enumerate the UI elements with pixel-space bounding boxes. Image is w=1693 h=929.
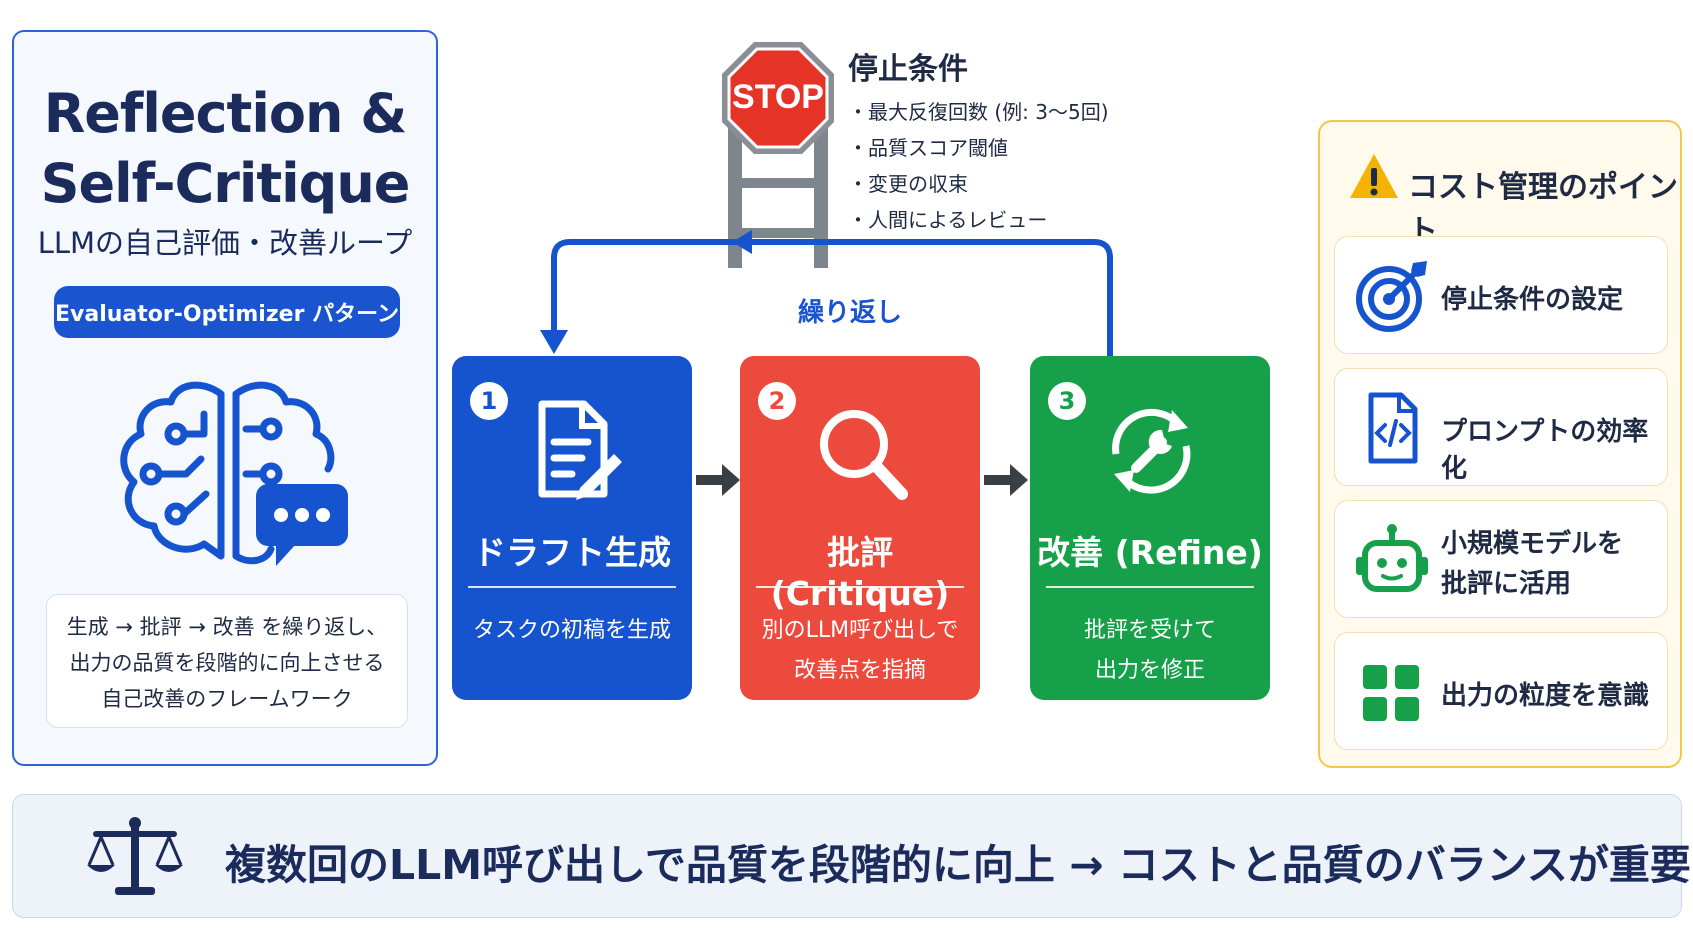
overview-panel: Reflection & Self-Critique LLMの自己評価・改善ルー… bbox=[12, 30, 438, 766]
step-description: 別のLLM呼び出しで bbox=[761, 618, 959, 643]
divider bbox=[468, 586, 676, 588]
cost-item-label: 出力の粒度を意識 bbox=[1441, 681, 1650, 711]
panel-title-line2: Self-Critique bbox=[40, 152, 411, 215]
cost-panel: コスト管理のポイント 停止条件の設定 プロンプトの効率化 bbox=[1318, 120, 1682, 768]
summary-text: 複数回のLLM呼び出しで品質を段階的に向上 → コストと品質のバランスが重要 bbox=[225, 841, 1691, 889]
step-title: 批評 (Critique) bbox=[770, 533, 950, 613]
step-description: タスクの初稿を生成 bbox=[472, 618, 671, 643]
cost-item-output-granularity: 出力の粒度を意識 bbox=[1334, 632, 1668, 750]
cost-item-label: 批評に活用 bbox=[1441, 569, 1572, 599]
grid-icon bbox=[1363, 665, 1419, 721]
divider bbox=[1046, 586, 1254, 588]
step-description: 出力を修正 bbox=[1094, 658, 1205, 683]
stop-conditions-title: 停止条件 bbox=[848, 52, 968, 87]
step-title: ドラフト生成 bbox=[473, 533, 671, 572]
stop-condition-item: ・品質スコア閾値 bbox=[848, 136, 1008, 160]
step-description: 批評を受けて bbox=[1083, 618, 1216, 643]
magnifier-icon bbox=[820, 410, 908, 500]
document-pen-icon bbox=[538, 400, 622, 500]
cost-item-label: プロンプトの効率化 bbox=[1441, 417, 1649, 484]
cost-item-prompt-efficiency: プロンプトの効率化 bbox=[1334, 368, 1668, 486]
step-title: 改善 (Refine) bbox=[1037, 533, 1263, 572]
step-number: 3 bbox=[1048, 382, 1086, 420]
cost-item-label: 停止条件の設定 bbox=[1441, 285, 1624, 315]
robot-icon bbox=[1356, 524, 1428, 592]
step-card-refine: 3 改善 (Refine) 批評を受けて 出力を修正 bbox=[1030, 356, 1270, 700]
target-icon bbox=[1356, 261, 1427, 332]
step-card-critique: 2 批評 (Critique) 別のLLM呼び出しで 改善点を指摘 bbox=[740, 356, 980, 700]
description-line: 自己改善のフレームワーク bbox=[101, 687, 353, 711]
cost-item-label: 小規模モデルを bbox=[1441, 529, 1624, 559]
stop-sign-text: STOP bbox=[732, 78, 824, 116]
code-file-icon bbox=[1368, 392, 1418, 464]
panel-title-line1: Reflection & bbox=[43, 82, 408, 145]
summary-banner: 複数回のLLM呼び出しで品質を段階的に向上 → コストと品質のバランスが重要 bbox=[12, 794, 1691, 918]
loop-arrow bbox=[540, 230, 1113, 356]
cost-item-small-model: 小規模モデルを 批評に活用 bbox=[1334, 500, 1668, 618]
description-line: 生成 → 批評 → 改善 を繰り返し、 bbox=[66, 615, 388, 639]
step-description: 改善点を指摘 bbox=[793, 658, 926, 683]
loop-label: 繰り返し bbox=[797, 298, 902, 328]
description-box: 生成 → 批評 → 改善 を繰り返し、 出力の品質を段階的に向上させる 自己改善… bbox=[46, 594, 408, 728]
next-arrow-icon bbox=[984, 464, 1028, 496]
stop-condition-item: ・変更の収束 bbox=[848, 172, 968, 196]
next-arrow-icon bbox=[696, 464, 740, 496]
warning-icon bbox=[1350, 154, 1398, 198]
divider bbox=[756, 586, 964, 588]
step-number: 2 bbox=[758, 382, 796, 420]
panel-subtitle: LLMの自己評価・改善ループ bbox=[37, 226, 413, 260]
step-number: 1 bbox=[470, 382, 508, 420]
stop-condition-item: ・人間によるレビュー bbox=[848, 208, 1048, 232]
scale-icon bbox=[87, 817, 183, 895]
pattern-badge: Evaluator-Optimizer パターン bbox=[54, 286, 400, 338]
step-card-draft: 1 ドラフト生成 タスクの初稿を生成 bbox=[452, 356, 692, 700]
wrench-cycle-icon bbox=[1112, 408, 1191, 494]
stop-sign-icon: STOP bbox=[722, 42, 834, 268]
cost-item-stop-conditions: 停止条件の設定 bbox=[1334, 236, 1668, 354]
stop-condition-item: ・最大反復回数 (例: 3〜5回) bbox=[848, 100, 1109, 124]
brain-chat-icon bbox=[120, 381, 348, 566]
description-line: 出力の品質を段階的に向上させる bbox=[69, 651, 385, 675]
